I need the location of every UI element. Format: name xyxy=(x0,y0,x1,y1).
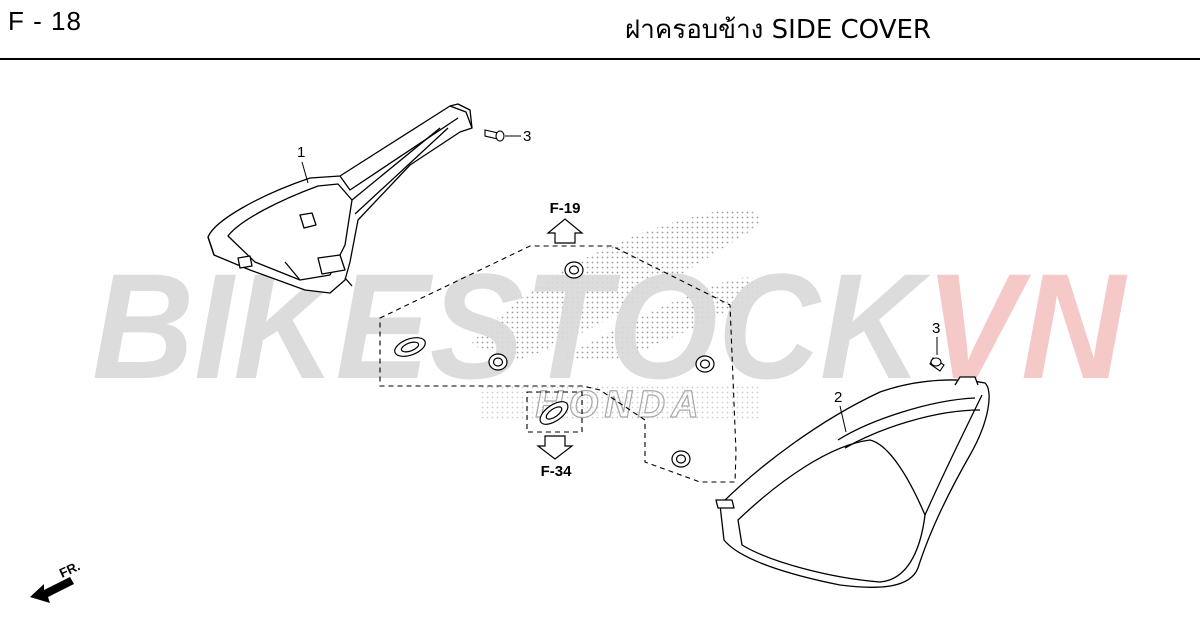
frame-outline-dashed xyxy=(379,245,737,483)
screw-left xyxy=(484,129,505,142)
grommet-middle xyxy=(488,353,508,371)
reference-up-arrow xyxy=(546,218,584,244)
callout-3-left: 3 xyxy=(505,128,531,145)
screw-right xyxy=(929,357,945,372)
callout-1: 1 xyxy=(297,144,309,184)
front-direction-label: FR. xyxy=(57,558,82,580)
part-1-inner-cover xyxy=(207,103,473,294)
page-code: F - 18 xyxy=(8,6,82,36)
honda-wing-logo: HONDA xyxy=(470,209,762,427)
watermark-bikestock: BIKESTOCK xyxy=(92,242,931,410)
grommet-left-oval xyxy=(394,337,426,357)
reference-f19-label: F-19 xyxy=(550,200,581,217)
front-direction-arrow: FR. xyxy=(30,558,82,603)
callout-1-number: 1 xyxy=(297,144,305,161)
grommet-right xyxy=(695,355,715,373)
callout-3-left-number: 3 xyxy=(523,128,531,145)
callout-3-right-number: 3 xyxy=(932,320,940,337)
grommets xyxy=(394,261,715,468)
grommet-bottom xyxy=(671,450,691,468)
callout-2: 2 xyxy=(834,389,847,433)
grommet-center-oval xyxy=(539,401,569,425)
part-2-side-cover xyxy=(715,376,990,588)
watermark: BIKESTOCK VN xyxy=(92,242,1128,410)
callout-2-number: 2 xyxy=(834,389,842,406)
reference-f34-label: F-34 xyxy=(541,463,573,480)
grommet-top xyxy=(564,261,584,279)
callout-3-right: 3 xyxy=(932,320,940,355)
page-title: ฝาครอบข้าง SIDE COVER xyxy=(625,15,931,45)
reference-down-arrow xyxy=(536,435,574,460)
title-divider xyxy=(0,58,1200,60)
